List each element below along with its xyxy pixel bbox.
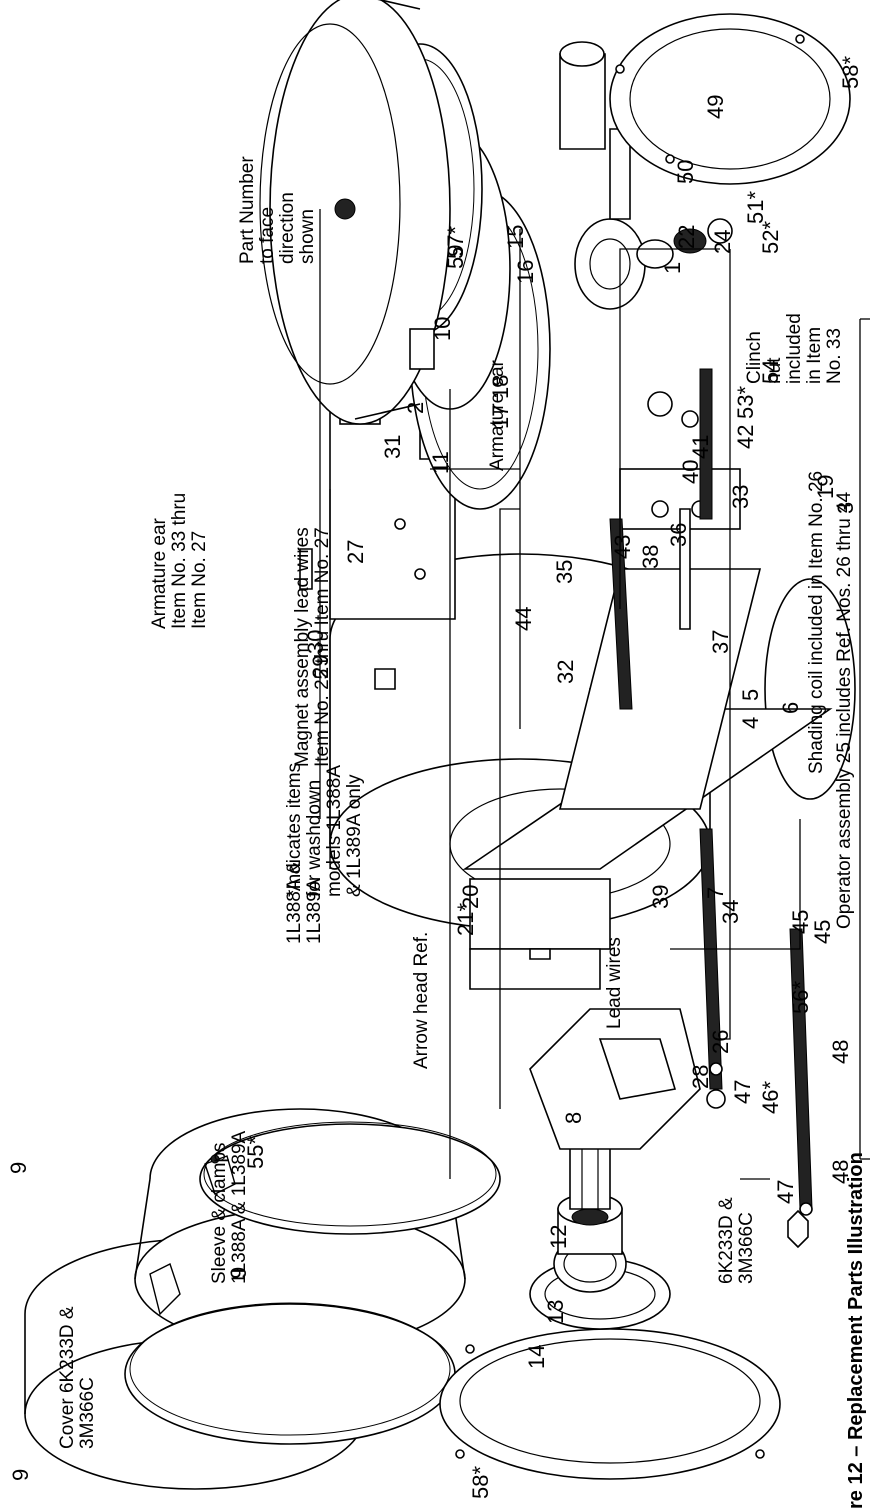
part-number-38: 38 [638,544,663,569]
part-number-28: 28 [688,1064,713,1089]
part-number-45: 45 [788,909,813,934]
part-number-50: 50 [673,159,698,184]
part-number-5: 5 [738,688,763,701]
part-number-3: 3 [833,501,858,514]
part-number-41: 41 [688,434,713,459]
bearing-stack [529,1193,671,1330]
clamp-part [124,1263,456,1445]
part-number-29: 29 [308,654,333,679]
part-number-6: 6 [778,701,803,714]
main-housing-part [259,0,451,425]
part-number-31: 31 [380,434,405,459]
armature-ear-label-1: Armature ear Item No. 33 thru Item No. 2… [149,492,210,629]
part-number-58-star: 58* [468,1465,493,1499]
part-number-58-star: 58* [838,55,863,89]
part-number-9: 9 [6,1161,31,1174]
part-number-10: 10 [430,316,455,341]
part-number-45: 45 [810,919,835,944]
cover-label: Cover 6K233D & 3M366C [57,1306,98,1449]
part-number-37: 37 [708,629,733,654]
connector-lines [319,209,870,1180]
part-number-55-star: 55* [243,1135,268,1169]
gasket-part-upper [609,13,851,185]
part-number-49: 49 [703,94,728,119]
part-number-7: 7 [703,886,728,899]
part-number-48: 48 [828,1159,853,1184]
fittings-part [636,218,733,428]
part-number-47: 47 [730,1079,755,1104]
clamp-part-upper [199,1121,501,1235]
cover-disc-part [764,578,856,800]
part-number-12: 12 [546,1224,571,1249]
part-number-8: 8 [561,1111,586,1124]
operator-plate [462,468,833,990]
rod-upper [699,828,726,1109]
part-number-47: 47 [773,1179,798,1204]
part-number-24: 24 [710,229,735,254]
rod-models-a: 1L388A & 1L389A [284,861,325,944]
part-number-43: 43 [610,534,635,559]
part-number-51-star: 51* [743,190,768,224]
part-number-9: 9 [226,1266,251,1279]
part-number-note: Part Number to face direction shown [237,156,318,264]
coil-part [529,948,701,1150]
part-number-56-star: 56* [788,980,813,1014]
part-number-18: 18 [488,374,513,399]
part-number-54: 54 [758,359,783,384]
part-number-36: 36 [666,522,691,547]
part-number-35: 35 [552,559,577,584]
lead-wires-label: Lead wires [604,937,625,1029]
part-number-44: 44 [511,606,536,631]
gasket-part-lower [439,1328,781,1480]
operator-assembly-label: Operator assembly 25 includes Ref. Nos. … [834,491,855,929]
rod-models-b: 6K233D & 3M366C [716,1197,757,1284]
part-number-1: 1 [660,261,685,274]
part-number-4: 4 [738,716,763,729]
figure-caption: re 12 – Replacement Parts Illustration [845,1152,867,1509]
part-number-14: 14 [524,1344,549,1369]
rod-lower [787,928,813,1249]
part-number-16: 16 [513,259,538,284]
part-number-11: 11 [428,451,453,474]
part-number-30: 30 [303,629,328,654]
part-number-19: 19 [813,474,838,499]
part-number-17: 17 [488,404,513,429]
part-number-33: 33 [728,484,753,509]
part-number-26: 26 [708,1029,733,1054]
part-number-52-star: 52* [758,220,783,254]
part-number-2: 2 [403,401,428,414]
part-number-34: 34 [718,899,743,924]
part-number-42: 42 [733,424,758,449]
arrow-head-label: Arrow head Ref. [411,931,432,1069]
part-number-39: 39 [648,884,673,909]
part-number-9: 9 [8,1468,33,1481]
shading-coil-label: Shading coil included in Item No. 26 [806,470,827,774]
springs [609,368,713,710]
part-number-22: 22 [674,224,699,249]
part-number-15: 15 [503,224,528,249]
part-number-48: 48 [828,1039,853,1064]
part-number-40: 40 [678,459,703,484]
part-number-59: 59 [443,244,468,269]
part-number-32: 32 [553,659,578,684]
part-number-53-star: 53* [733,385,758,419]
part-number-13: 13 [543,1299,568,1324]
part-number-27: 27 [343,539,368,564]
part-number-46-star: 46* [758,1080,783,1114]
part-number-21-star: 21* [453,902,478,936]
